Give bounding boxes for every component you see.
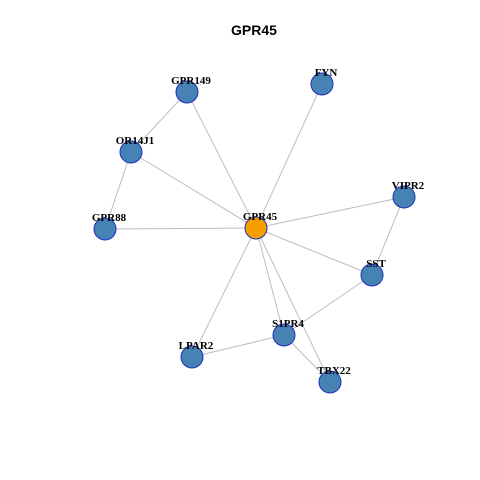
node-lpar2[interactable] [180,345,204,369]
node-fyn[interactable] [310,72,334,96]
node-label-sst: SST [366,258,386,270]
edge-layer [104,83,405,383]
node-or14j1[interactable] [119,140,143,164]
node-label-vipr2: VIPR2 [392,180,425,192]
node-label-fyn: FYN [315,67,338,79]
node-label-tbx22: TBX22 [317,365,351,377]
node-layer [93,72,416,394]
edge-gpr45-gpr149 [186,91,257,229]
node-label-s1pr4: S1PR4 [272,318,304,330]
edge-vipr2-sst [371,196,405,276]
edge-gpr45-fyn [255,83,323,229]
node-gpr88[interactable] [93,217,117,241]
node-label-or14j1: OR14J1 [116,135,155,147]
node-label-gpr88: GPR88 [92,212,127,224]
edge-gpr45-vipr2 [255,196,405,229]
node-vipr2[interactable] [392,185,416,209]
node-gpr45[interactable] [244,216,268,240]
edge-gpr149-or14j1 [130,91,188,153]
diagram-title: GPR45 [231,22,277,38]
edge-s1pr4-lpar2 [191,334,285,358]
node-label-lpar2: LPAR2 [179,340,214,352]
edge-gpr45-gpr88 [104,227,257,230]
node-sst[interactable] [360,263,384,287]
node-gpr149[interactable] [175,80,199,104]
edge-sst-s1pr4 [283,274,373,336]
node-label-gpr45: GPR45 [243,211,278,223]
node-tbx22[interactable] [318,370,342,394]
edge-gpr45-sst [255,227,373,276]
edge-or14j1-gpr88 [104,151,132,230]
node-label-gpr149: GPR149 [171,75,211,87]
edge-gpr45-or14j1 [130,151,257,229]
edge-gpr45-tbx22 [255,227,331,383]
node-s1pr4[interactable] [272,323,296,347]
edge-gpr45-lpar2 [191,227,257,358]
edge-gpr45-s1pr4 [255,227,285,336]
